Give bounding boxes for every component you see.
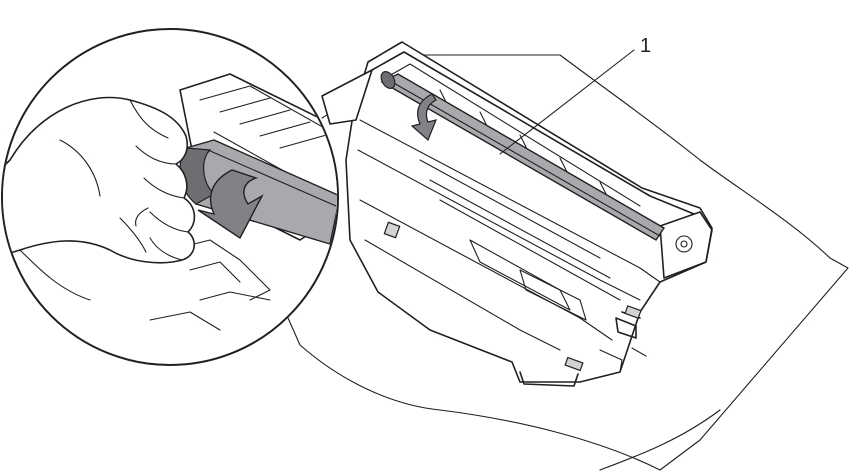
magnified-inset (1, 28, 373, 366)
callout-number: 1 (640, 35, 651, 57)
drum-roller (380, 71, 665, 241)
callout-1: 1 (499, 35, 651, 155)
callout-leader-line (499, 49, 635, 155)
curved-arrow-icon (410, 93, 437, 142)
curved-arrow-icon (197, 169, 264, 240)
